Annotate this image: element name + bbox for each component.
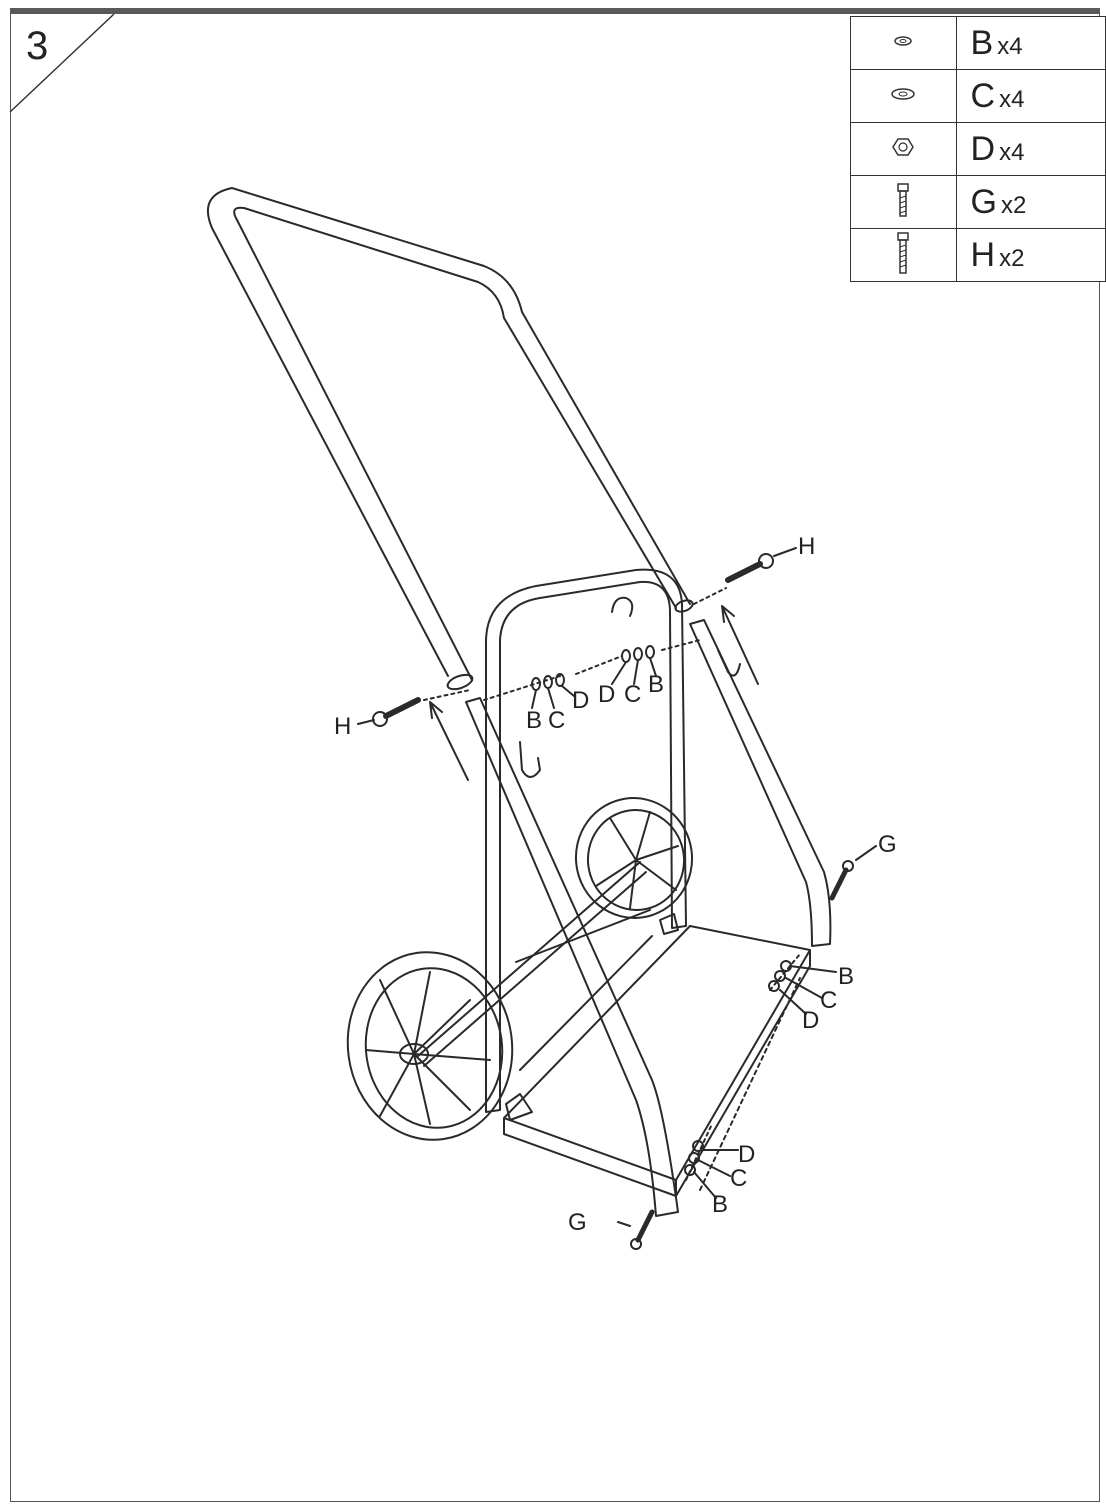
part-qty: x4 [997, 32, 1023, 60]
part-letter: D [970, 129, 996, 168]
top-bar [10, 8, 1100, 14]
bracket-front [505, 1093, 533, 1121]
base-plate [503, 925, 811, 1197]
label-g-bottom: G [568, 1209, 587, 1236]
washer-icon [891, 87, 915, 100]
part-qty: x4 [999, 138, 1025, 166]
label-front-d: D [738, 1141, 755, 1168]
label-front-c: C [730, 1165, 747, 1192]
part-qty: x2 [999, 244, 1025, 272]
assembly-line-base [685, 953, 801, 1181]
part-qty: x4 [999, 85, 1025, 113]
label-base-b: B [838, 963, 854, 990]
assembly-line-top [423, 587, 727, 701]
step-corner-line [9, 13, 115, 113]
label-left-c: C [548, 707, 565, 734]
arrow-left-up [429, 701, 469, 781]
label-left-b: B [526, 707, 542, 734]
arrow-right-up [721, 605, 759, 685]
axle [417, 861, 647, 1067]
part-qty: x2 [1000, 191, 1027, 219]
leader-lines [357, 547, 877, 1227]
handle-frame-inner [233, 206, 677, 681]
washers-front [684, 1140, 704, 1176]
part-letter: G [970, 182, 997, 221]
page-frame [10, 12, 1100, 1502]
bolt-icon [897, 182, 909, 217]
label-right-b: B [648, 671, 664, 698]
lower-tube-right [689, 619, 832, 947]
inner-u-frame [485, 568, 687, 1113]
label-base-d: D [802, 1007, 819, 1034]
cross-support [515, 909, 653, 1071]
part-letter: B [970, 23, 994, 62]
label-right-d: D [598, 681, 615, 708]
nut-icon [892, 137, 915, 156]
label-h-left: H [334, 713, 351, 740]
washer-icon [894, 36, 912, 46]
hook-top [611, 596, 634, 617]
bolt-icon [897, 231, 909, 274]
label-front-b: B [712, 1191, 728, 1218]
part-letter: C [970, 76, 996, 115]
bolt-g-bottom [630, 1209, 655, 1250]
hook-left [519, 741, 541, 778]
step-number: 3 [26, 24, 49, 68]
wheel-rear [574, 797, 694, 919]
bolt-h-left [372, 697, 421, 727]
label-g-right: G [878, 831, 897, 858]
label-h-right: H [798, 533, 815, 560]
handle-frame [207, 187, 691, 677]
bracket-rear [659, 913, 679, 935]
bolt-h-right [725, 553, 774, 583]
bolt-g-right [829, 860, 854, 901]
label-left-d: D [572, 687, 589, 714]
wheel-front [346, 951, 514, 1141]
label-right-c: C [624, 681, 641, 708]
part-letter: H [970, 235, 996, 274]
label-base-c: C [820, 987, 837, 1014]
hook-right [717, 649, 741, 677]
lower-tube-left [465, 697, 679, 1217]
